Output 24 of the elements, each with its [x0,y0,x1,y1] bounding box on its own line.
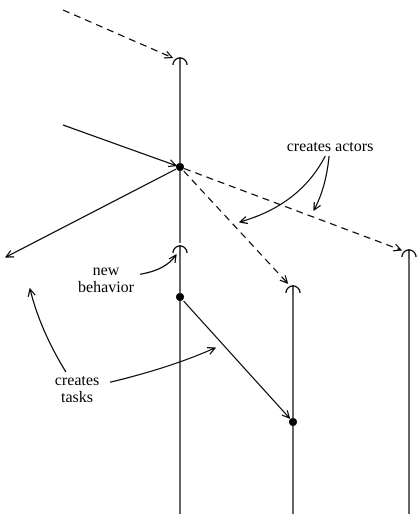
lifeline [292,426,294,514]
annotation-text: creates tasks [44,372,110,408]
arrow [183,300,290,419]
leader-line [313,156,330,211]
lifeline [408,259,410,514]
lifeline [179,255,181,293]
annotation-text: new behavior [72,262,140,298]
annotation-text: creates actors [268,138,392,156]
dashed-arrow [183,170,288,284]
arrow [5,168,176,258]
event-dot [176,163,184,171]
dashed-arrow [184,168,402,252]
arrow [62,124,177,168]
dashed-arrow [62,9,173,58]
leader-line [140,254,177,275]
leader-line [239,156,326,224]
leader-line [28,288,66,372]
event-dot [289,418,297,426]
leader-line [110,346,216,383]
lifeline [179,171,181,243]
lifeline [179,67,181,163]
event-dot [176,293,184,301]
lifeline [292,295,294,418]
lifeline [179,301,181,514]
